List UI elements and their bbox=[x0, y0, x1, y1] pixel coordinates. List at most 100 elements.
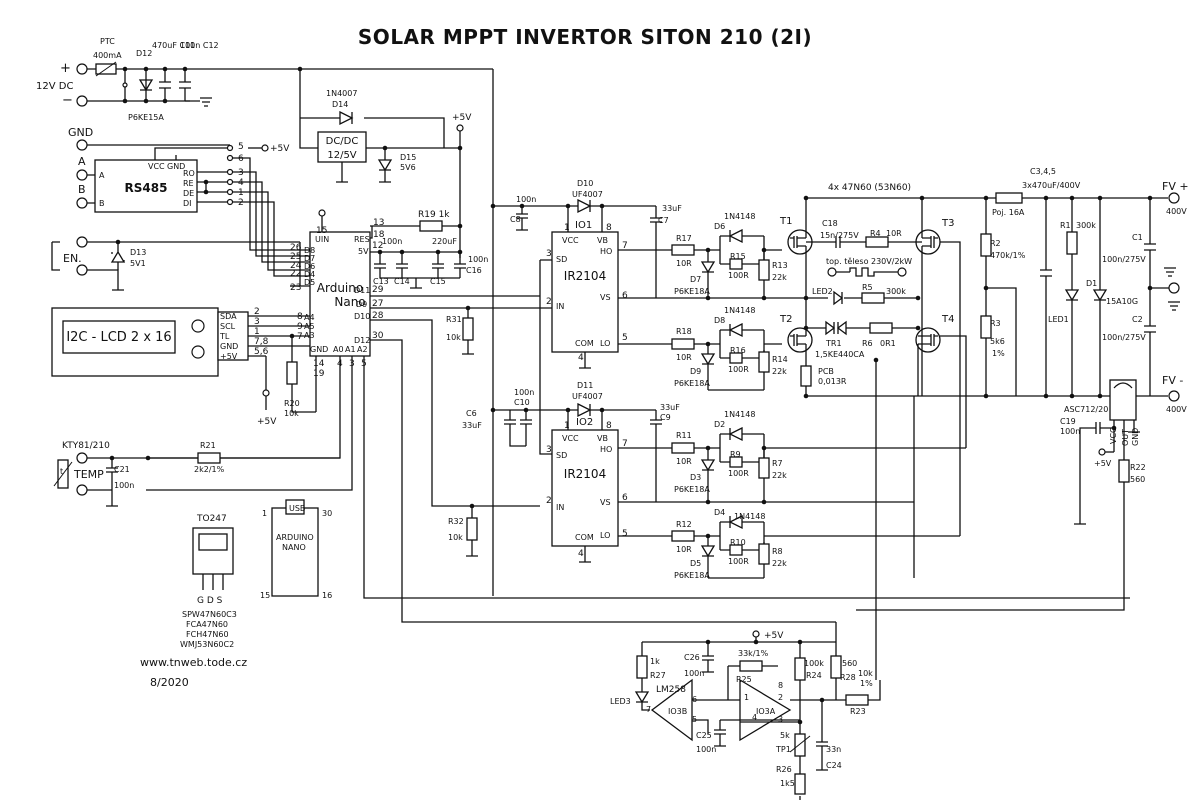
nano-package: USB ARDUINO NANO 1 30 15 16 bbox=[260, 499, 332, 600]
svg-text:100n/275V: 100n/275V bbox=[1102, 255, 1146, 264]
svg-text:R1: R1 bbox=[1060, 221, 1071, 230]
svg-text:7: 7 bbox=[622, 241, 628, 251]
tp1-trimmer bbox=[794, 733, 806, 757]
svg-text:SD: SD bbox=[556, 255, 567, 264]
b-term-label: B bbox=[78, 183, 86, 196]
svg-text:D6: D6 bbox=[304, 262, 315, 271]
svg-text:T3: T3 bbox=[941, 218, 954, 229]
svg-text:G D S: G D S bbox=[197, 596, 223, 606]
svg-text:D4: D4 bbox=[714, 508, 725, 517]
io2-driver: D11 UF4007 100n C10 C6 33uF 33uF C9 IO2 … bbox=[462, 381, 914, 563]
svg-text:D4: D4 bbox=[304, 270, 315, 279]
svg-text:3: 3 bbox=[546, 445, 552, 455]
svg-text:IO3A: IO3A bbox=[756, 707, 776, 716]
svg-text:0,013R: 0,013R bbox=[818, 377, 847, 386]
svg-text:B: B bbox=[99, 199, 105, 208]
svg-text:28: 28 bbox=[372, 311, 384, 321]
svg-text:4x 47N60 (53N60): 4x 47N60 (53N60) bbox=[828, 183, 911, 193]
rs485-module bbox=[94, 159, 198, 213]
svg-text:SDA: SDA bbox=[220, 312, 237, 321]
svg-text:25: 25 bbox=[290, 252, 301, 262]
svg-text:D9: D9 bbox=[690, 367, 701, 376]
svg-text:C25: C25 bbox=[696, 731, 712, 740]
gate-network-t3: R11 10R D2 1N4148 R9 100R D3 P6KE18A R7 … bbox=[671, 410, 966, 505]
svg-text:UF4007: UF4007 bbox=[572, 392, 603, 401]
svg-text:RES: RES bbox=[354, 235, 370, 244]
svg-text:C18: C18 bbox=[822, 219, 838, 228]
svg-text:D5: D5 bbox=[304, 278, 315, 287]
svg-text:10R: 10R bbox=[676, 457, 692, 466]
gate-network-t2: R18 10R D8 1N4148 R16 100R D9 P6KE18A R1… bbox=[671, 306, 788, 391]
svg-text:IO1: IO1 bbox=[575, 220, 592, 231]
svg-text:2: 2 bbox=[238, 198, 244, 208]
svg-text:IO3B: IO3B bbox=[668, 707, 687, 716]
svg-text:IN: IN bbox=[556, 503, 564, 512]
svg-text:100R: 100R bbox=[728, 271, 749, 280]
svg-text:TR1: TR1 bbox=[825, 339, 842, 348]
lcd-section: I2C - LCD 2 x 16 SDA SCL TL GND +5V 2 3 … bbox=[51, 307, 316, 427]
svg-text:SPW47N60C3: SPW47N60C3 bbox=[182, 610, 237, 619]
svg-text:3: 3 bbox=[238, 168, 244, 178]
svg-text:A4: A4 bbox=[304, 313, 315, 322]
svg-text:C24: C24 bbox=[826, 761, 842, 770]
svg-text:1N4148: 1N4148 bbox=[724, 410, 755, 419]
svg-text:C1: C1 bbox=[1132, 233, 1143, 242]
svg-text:D5: D5 bbox=[690, 559, 701, 568]
dcdc-converter bbox=[317, 131, 367, 163]
svg-text:IR2104: IR2104 bbox=[564, 269, 606, 283]
svg-text:WMJ53N60C2: WMJ53N60C2 bbox=[180, 640, 234, 649]
rs485-label: RS485 bbox=[125, 181, 168, 195]
svg-text:D10: D10 bbox=[354, 312, 370, 321]
svg-text:R11: R11 bbox=[676, 431, 692, 440]
enable-section: EN. D13 5V1 bbox=[51, 236, 301, 291]
temp-section: KTY81/210 t TEMP R21 2k2/1% C21 100n bbox=[53, 441, 340, 507]
svg-text:R6: R6 bbox=[862, 339, 873, 348]
svg-text:8: 8 bbox=[606, 421, 612, 431]
svg-text:4: 4 bbox=[578, 549, 584, 559]
svg-text:7: 7 bbox=[297, 332, 303, 342]
svg-text:P6KE18A: P6KE18A bbox=[674, 379, 710, 388]
svg-text:14: 14 bbox=[313, 359, 325, 369]
svg-text:1: 1 bbox=[564, 421, 570, 431]
svg-text:D11: D11 bbox=[354, 286, 370, 295]
svg-text:10k: 10k bbox=[858, 669, 873, 678]
svg-text:30: 30 bbox=[322, 509, 332, 518]
d11-diode bbox=[577, 402, 592, 418]
svg-text:LO: LO bbox=[600, 531, 610, 540]
svg-text:R27: R27 bbox=[650, 671, 666, 680]
svg-text:1: 1 bbox=[744, 693, 749, 702]
svg-text:10k: 10k bbox=[446, 333, 461, 342]
svg-text:VCC: VCC bbox=[562, 434, 579, 443]
svg-text:1%: 1% bbox=[992, 349, 1005, 358]
svg-text:R8: R8 bbox=[772, 547, 783, 556]
svg-text:A: A bbox=[99, 171, 105, 180]
svg-text:100R: 100R bbox=[728, 469, 749, 478]
svg-text:RE: RE bbox=[183, 179, 194, 188]
svg-text:2: 2 bbox=[778, 693, 783, 702]
svg-text:D7: D7 bbox=[304, 254, 315, 263]
svg-text:2: 2 bbox=[546, 297, 552, 307]
svg-text:6: 6 bbox=[238, 154, 244, 164]
rs485-plus5v: +5V bbox=[270, 144, 290, 154]
svg-text:22: 22 bbox=[290, 269, 301, 279]
svg-text:22k: 22k bbox=[772, 471, 787, 480]
svg-text:1: 1 bbox=[254, 327, 260, 337]
r31-resistor bbox=[462, 317, 474, 341]
d12-value: P6KE15A bbox=[128, 113, 164, 122]
svg-text:C16: C16 bbox=[466, 266, 482, 275]
svg-text:GND: GND bbox=[1131, 428, 1140, 446]
svg-text:COM: COM bbox=[575, 339, 594, 348]
d14-value: 1N4007 bbox=[326, 89, 357, 98]
svg-text:10R: 10R bbox=[676, 259, 692, 268]
svg-text:4: 4 bbox=[578, 353, 584, 363]
svg-text:5k: 5k bbox=[780, 731, 790, 740]
d15-value: 5V6 bbox=[400, 163, 416, 172]
svg-text:15A10G: 15A10G bbox=[1106, 297, 1138, 306]
svg-text:FV +: FV + bbox=[1162, 180, 1189, 193]
svg-text:R19 1k: R19 1k bbox=[418, 210, 450, 220]
lcd-label: I2C - LCD 2 x 16 bbox=[66, 330, 171, 345]
svg-text:1k: 1k bbox=[650, 657, 660, 666]
svg-text:5,6: 5,6 bbox=[254, 347, 269, 357]
svg-text:Poj. 16A: Poj. 16A bbox=[992, 208, 1025, 217]
svg-text:D3: D3 bbox=[690, 473, 701, 482]
